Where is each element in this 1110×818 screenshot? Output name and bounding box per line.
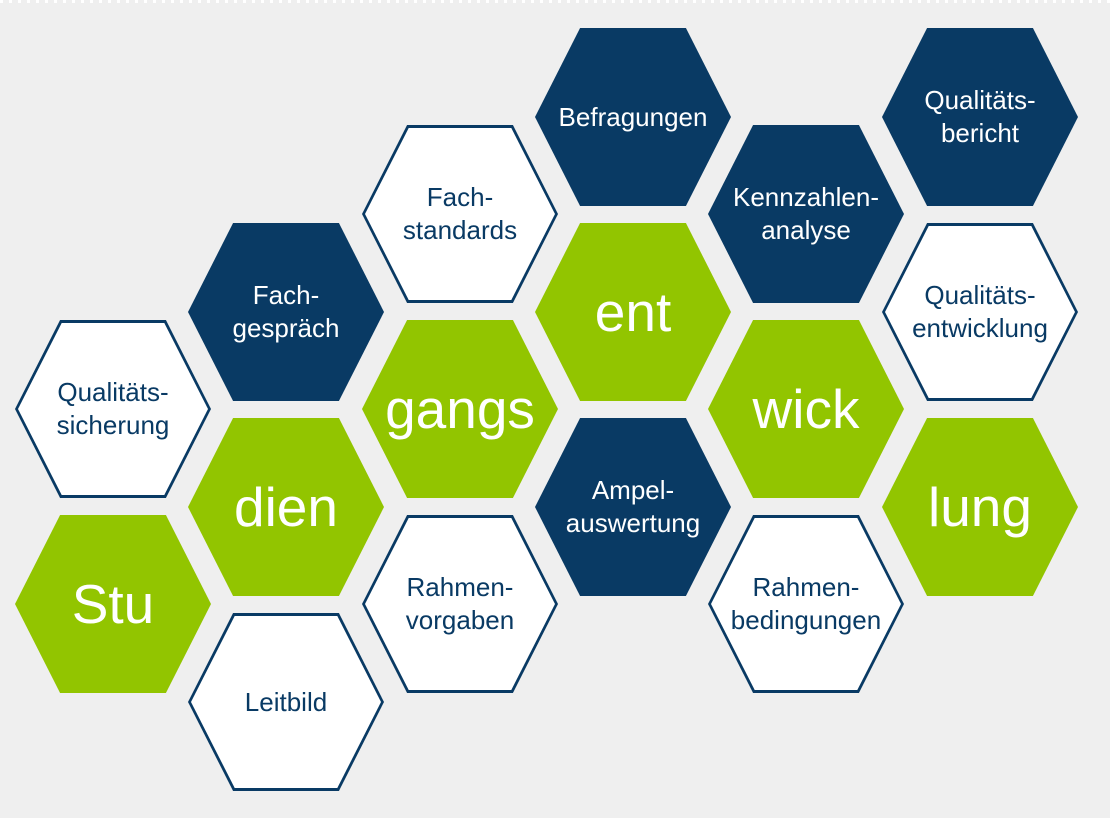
hexagon-befragungen: Befragungen: [535, 28, 731, 206]
hexagon-rahmenvorgaben: Rahmen- vorgaben: [362, 515, 558, 693]
hexagon-label: Befragungen: [535, 28, 731, 206]
hexagon-label-line: dien: [234, 476, 338, 538]
hexagon-label-line: vorgaben: [405, 605, 515, 635]
hexagon-label-line: Kennzahlen-: [733, 182, 879, 212]
hexagon-syllable-stu: Stu: [15, 515, 211, 693]
hexagon-label: Qualitäts- bericht: [882, 28, 1078, 206]
hexagon-fachgespraech: Fach- gespräch: [188, 223, 384, 401]
hexagon-label-line: entwicklung: [912, 313, 1048, 343]
hexagon-label-line: gespräch: [232, 313, 340, 343]
hexagon-rahmenbedingungen: Rahmen- bedingungen: [708, 515, 904, 693]
hexagon-leitbild: Leitbild: [188, 613, 384, 791]
hexagon-label: Ampel- auswertung: [535, 418, 731, 596]
hexagon-syllable-wick: wick: [708, 320, 904, 498]
hexagon-label: Qualitäts- sicherung: [15, 320, 211, 498]
hexagon-label-line: ent: [594, 281, 672, 343]
hexagon-label-line: sicherung: [56, 410, 170, 440]
hexagon-label: Fach- gespräch: [188, 223, 384, 401]
hexagon-qualitaetsbericht: Qualitäts- bericht: [882, 28, 1078, 206]
hexagon-label: ent: [535, 223, 731, 401]
hexagon-label-line: lung: [928, 476, 1032, 538]
hexagon-qualitaetsentwicklung: Qualitäts- entwicklung: [882, 223, 1078, 401]
hexagon-label-line: Qualitäts-: [924, 85, 1036, 115]
hexagon-label-line: bericht: [940, 118, 1020, 148]
hexagon-label: lung: [882, 418, 1078, 596]
hexagon-label: Stu: [15, 515, 211, 693]
hexagon-label-line: Stu: [71, 573, 155, 635]
hexagon-label: dien: [188, 418, 384, 596]
hexagon-label: Kennzahlen- analyse: [708, 125, 904, 303]
slide-edge-dotted-line: [0, 0, 1110, 3]
hexagon-label-line: Leitbild: [244, 686, 328, 717]
hexagon-label-line: Rahmen-: [752, 572, 860, 602]
hexagon-fachstandards: Fach- standards: [362, 125, 558, 303]
hexagon-label: gangs: [362, 320, 558, 498]
hexagon-label-line: Ampel-: [591, 475, 675, 505]
hexagon-label-line: Fach-: [426, 182, 494, 212]
hexagon-label: Leitbild: [188, 613, 384, 791]
hexagon-syllable-dien: dien: [188, 418, 384, 596]
hexagon-label: Qualitäts- entwicklung: [882, 223, 1078, 401]
hexagon-label-line: Befragungen: [558, 101, 708, 132]
hexagon-label-line: auswertung: [565, 508, 701, 538]
hexagon-label: wick: [708, 320, 904, 498]
hexagon-label: Rahmen- vorgaben: [362, 515, 558, 693]
hexagon-label-line: wick: [752, 378, 860, 440]
hexagon-label-line: analyse: [761, 215, 851, 245]
hexagon-label-line: Qualitäts-: [924, 280, 1036, 310]
hexagon-syllable-lung: lung: [882, 418, 1078, 596]
hexagon-label-line: gangs: [385, 378, 535, 440]
hexagon-ampelauswertung: Ampel- auswertung: [535, 418, 731, 596]
hexagon-label: Fach- standards: [362, 125, 558, 303]
hexagon-label: Rahmen- bedingungen: [708, 515, 904, 693]
hexagon-qualitaetssicherung: Qualitäts- sicherung: [15, 320, 211, 498]
hexagon-kennzahlenanalyse: Kennzahlen- analyse: [708, 125, 904, 303]
hexagon-syllable-ent: ent: [535, 223, 731, 401]
hexagon-label-line: bedingungen: [730, 605, 882, 635]
hexagon-label-line: standards: [402, 215, 518, 245]
hexagon-label-line: Rahmen-: [406, 572, 514, 602]
hexagon-label-line: Qualitäts-: [57, 377, 169, 407]
hexagon-label-line: Fach-: [252, 280, 320, 310]
hexagon-syllable-gangs: gangs: [362, 320, 558, 498]
